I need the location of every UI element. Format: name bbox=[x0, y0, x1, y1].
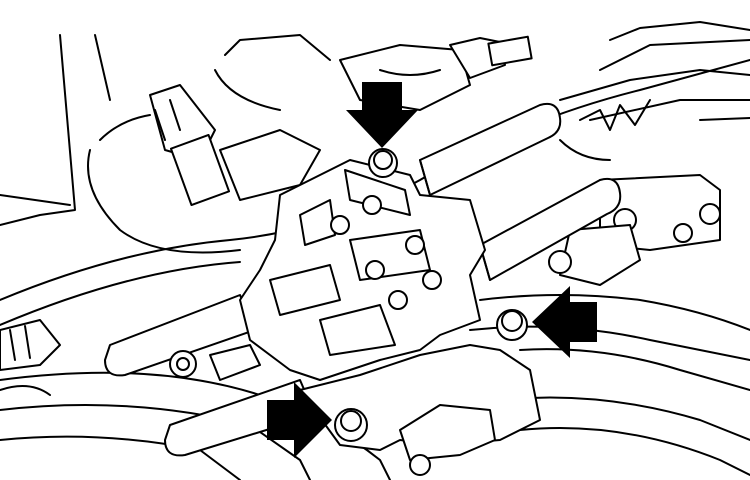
bracket-right bbox=[548, 99, 721, 286]
engine-background bbox=[0, 21, 750, 226]
bolt-top bbox=[368, 148, 398, 178]
arrow-bottom-left bbox=[267, 382, 332, 458]
bolt-right bbox=[496, 309, 528, 341]
arrow-top bbox=[346, 82, 418, 148]
left-details bbox=[0, 319, 61, 396]
connector-left bbox=[149, 84, 321, 207]
spark-plug-leads bbox=[104, 102, 622, 457]
arrow-right bbox=[532, 286, 597, 358]
ignition-coil-pack bbox=[239, 159, 486, 381]
bolt-bottom-left bbox=[334, 408, 368, 442]
